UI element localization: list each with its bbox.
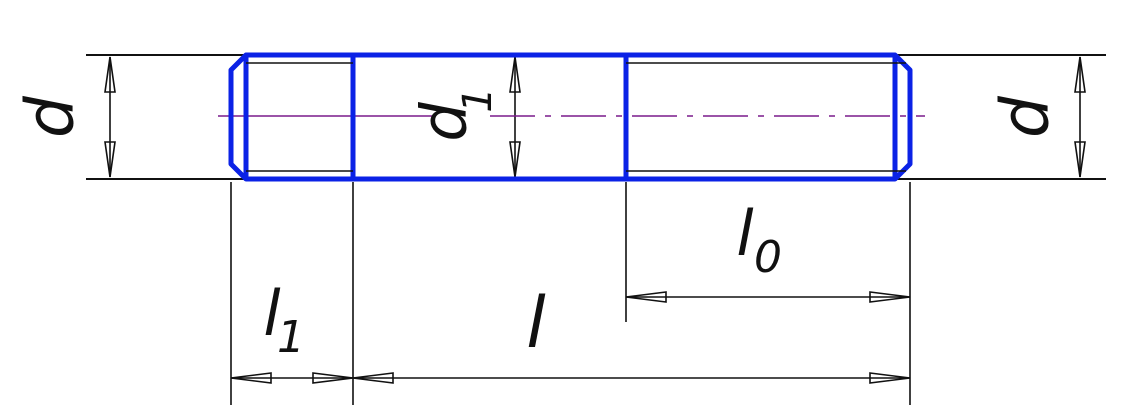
d-right-text: d bbox=[987, 95, 1064, 138]
l-arrow-right bbox=[869, 372, 911, 384]
l0-arrow-left bbox=[625, 291, 667, 303]
left-arrow-top bbox=[104, 56, 116, 93]
right-diameter-dimension bbox=[1074, 56, 1086, 178]
label-d-left: d bbox=[12, 95, 89, 138]
length-extension-lines bbox=[230, 182, 911, 405]
d1-main-text: d bbox=[408, 102, 481, 142]
thread-lines bbox=[246, 62, 906, 172]
d1-dimension bbox=[491, 53, 539, 181]
diameter-extension-lines bbox=[86, 54, 1106, 180]
d1-arrow-bottom bbox=[509, 141, 521, 178]
l1-subscript-text: 1 bbox=[277, 312, 305, 363]
l-arrow-left bbox=[352, 372, 394, 384]
d1-subscript-text: 1 bbox=[455, 87, 501, 112]
l1-main-text: l bbox=[263, 277, 280, 350]
label-l1: l 1 bbox=[263, 277, 305, 363]
l0-dimension bbox=[625, 291, 911, 303]
l0-arrow-right bbox=[869, 291, 911, 303]
l-total-text: l bbox=[526, 282, 546, 364]
label-d1: d 1 bbox=[408, 87, 502, 141]
l1-arrow-right bbox=[312, 372, 354, 384]
stud-body bbox=[228, 52, 913, 182]
left-diameter-dimension bbox=[104, 56, 116, 178]
label-l0: l 0 bbox=[736, 197, 782, 283]
l1-arrow-left bbox=[230, 372, 272, 384]
l1-l-dimension bbox=[230, 372, 911, 384]
label-l: l bbox=[526, 282, 546, 364]
l0-subscript-text: 0 bbox=[754, 232, 782, 283]
l0-main-text: l bbox=[736, 197, 753, 270]
label-d-right: d bbox=[987, 95, 1064, 138]
right-arrow-top bbox=[1074, 56, 1086, 93]
left-arrow-bottom bbox=[104, 141, 116, 178]
stud-outline bbox=[228, 52, 913, 182]
d1-arrow-top bbox=[509, 56, 521, 93]
d-left-text: d bbox=[12, 95, 89, 138]
right-arrow-bottom bbox=[1074, 141, 1086, 178]
